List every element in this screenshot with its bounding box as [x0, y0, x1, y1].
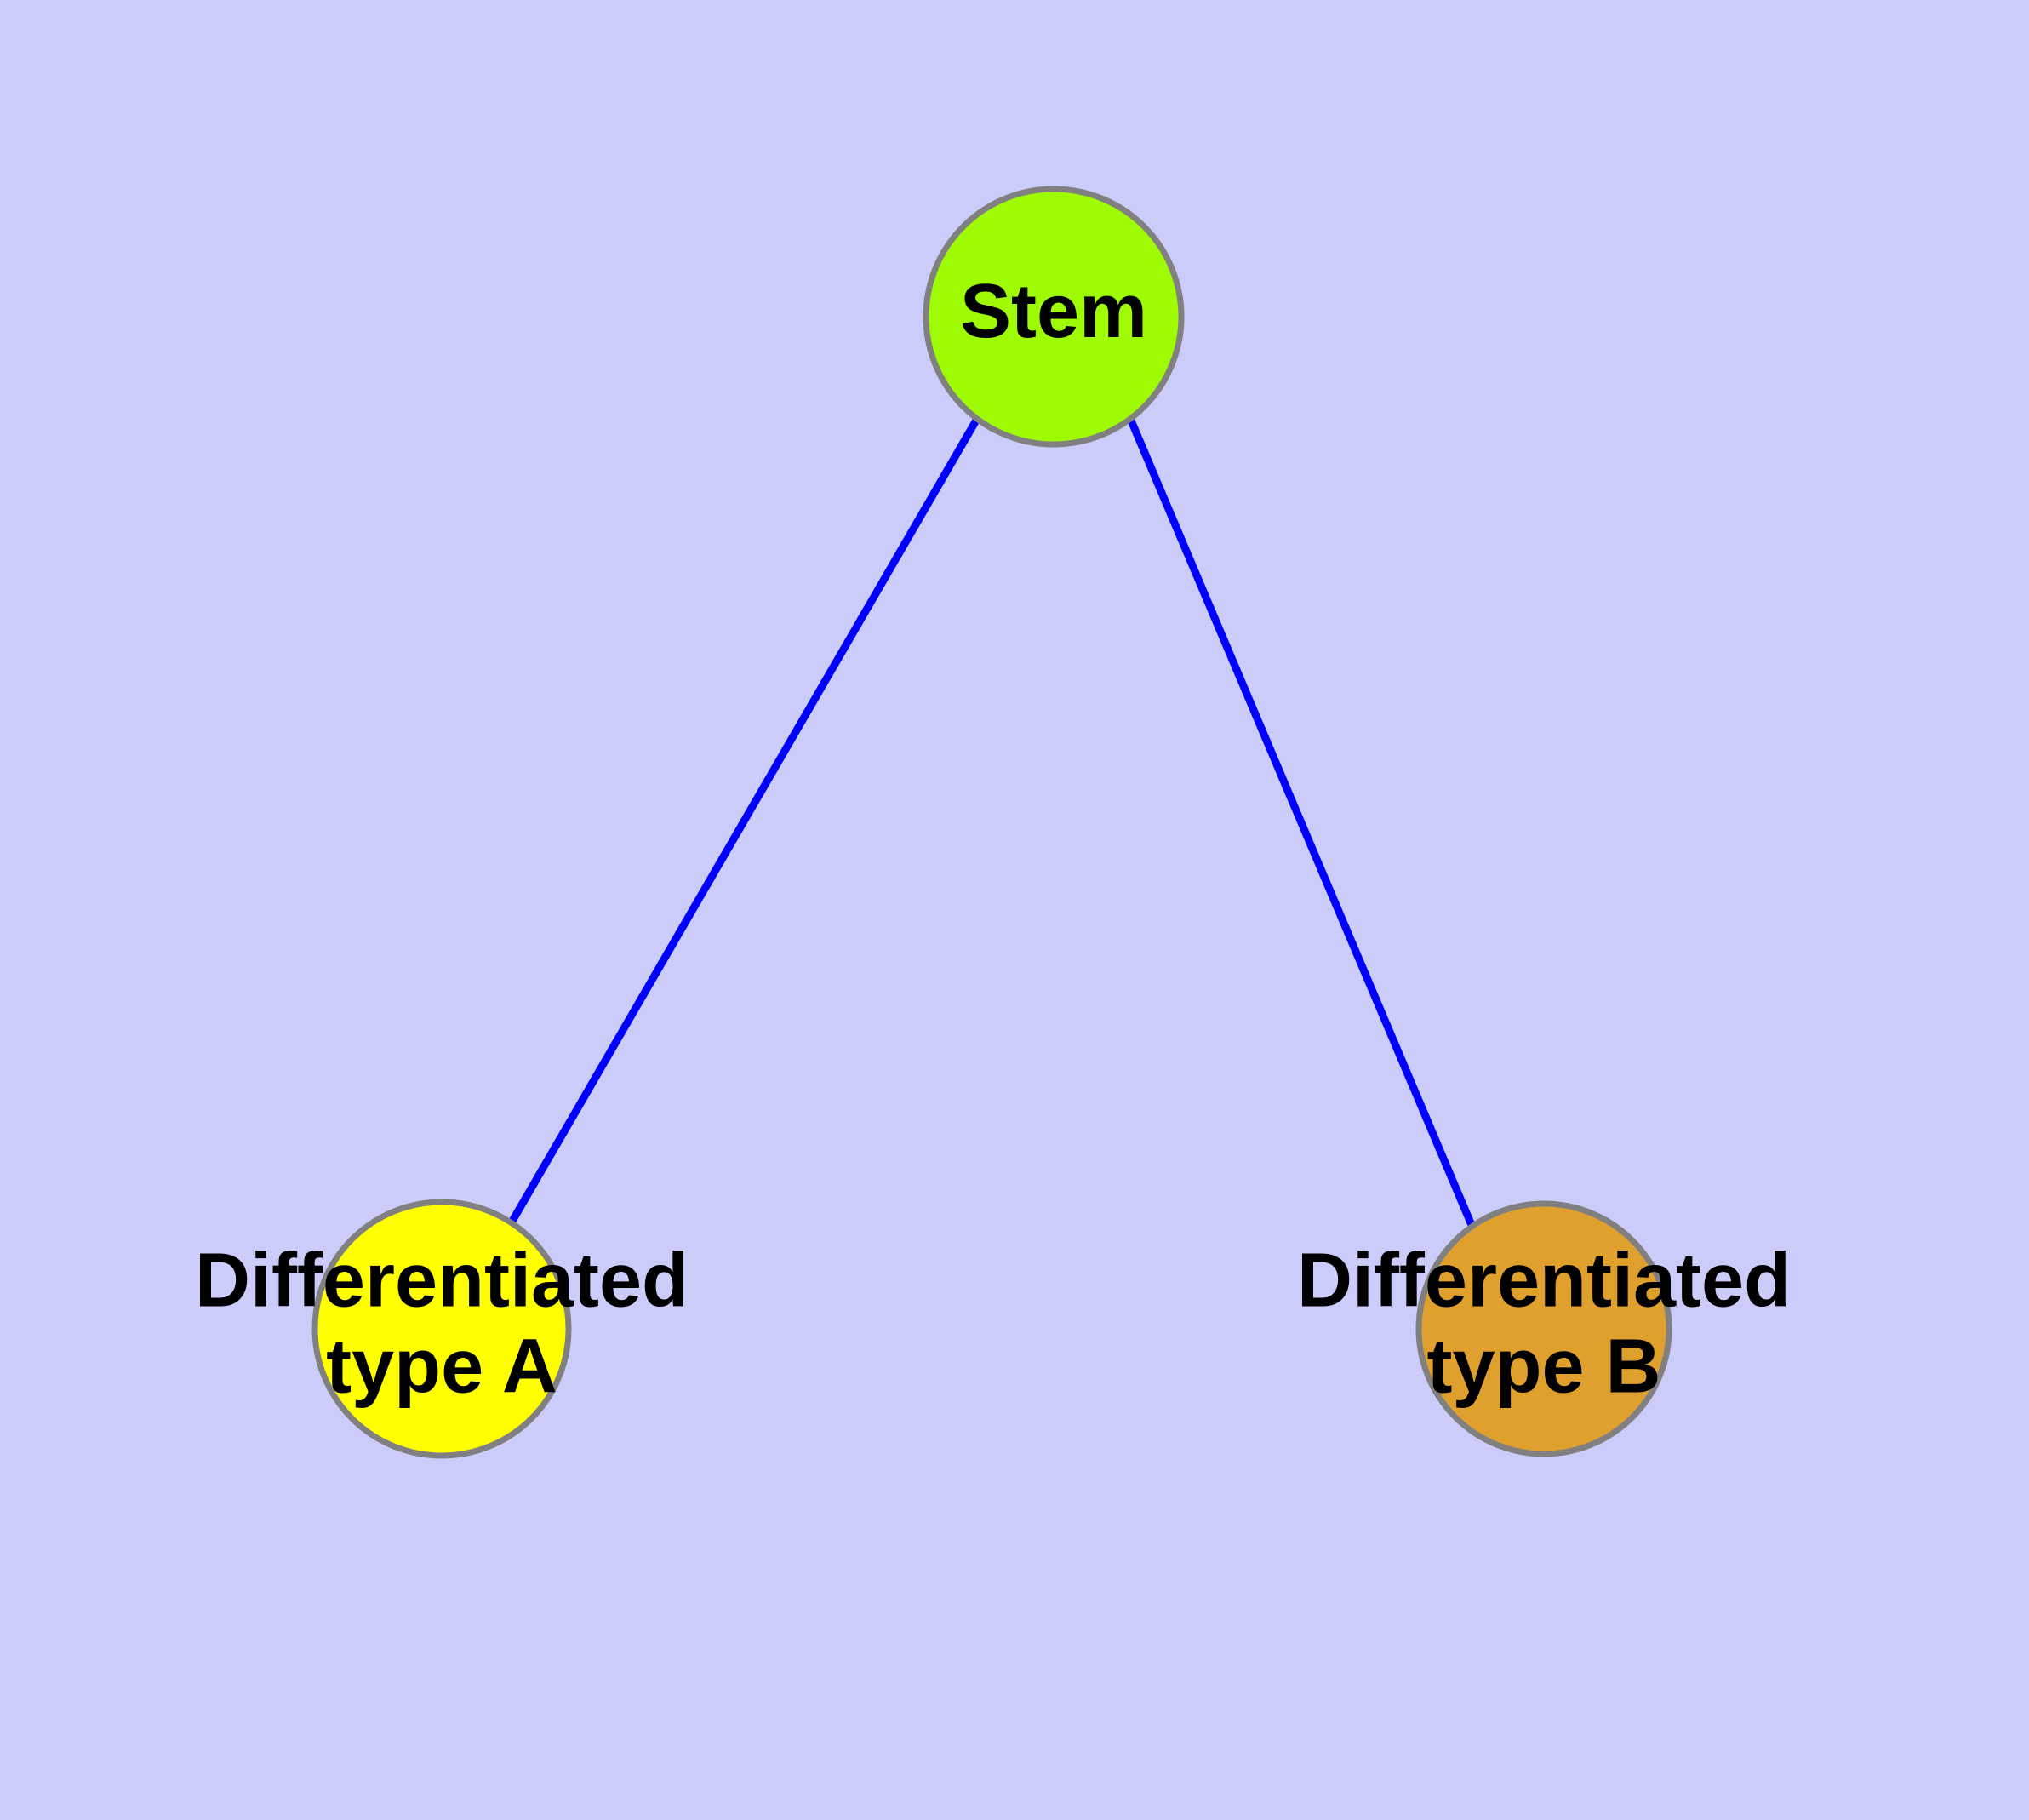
- edge-stem-to-diff-a[interactable]: [508, 416, 980, 1225]
- node-stem[interactable]: [923, 186, 1185, 448]
- node-layer: [311, 186, 1672, 1459]
- edge-stem-to-diff-b[interactable]: [1127, 419, 1476, 1227]
- node-label-line: Differentiated: [1297, 1238, 1791, 1323]
- edge-layer: [508, 416, 1476, 1227]
- node-label-line: Differentiated: [195, 1238, 689, 1323]
- node-label-line: type B: [1426, 1324, 1660, 1409]
- node-label-stem: Stem: [960, 269, 1147, 354]
- node-label-line: Stem: [960, 269, 1147, 354]
- node-diff_a[interactable]: [311, 1199, 572, 1459]
- node-label-line: type A: [326, 1324, 557, 1409]
- node-diff_b[interactable]: [1415, 1200, 1672, 1457]
